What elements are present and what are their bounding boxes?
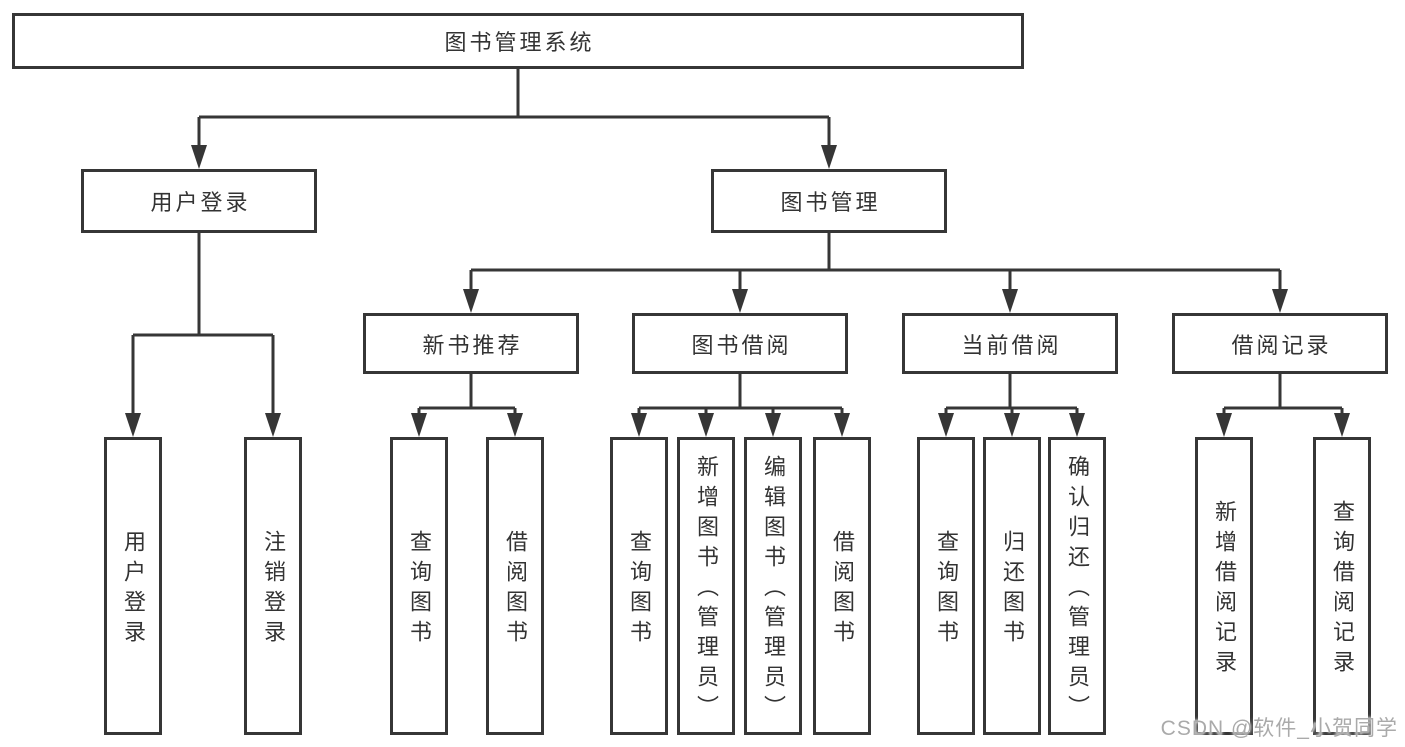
node-book-mgmt: 图书管理	[711, 169, 947, 233]
node-book-borrow-label: 图书借阅	[691, 332, 792, 358]
node-user-login: 用户登录	[81, 169, 317, 233]
leaf-add-borrow-record: 新增借阅记录	[1195, 437, 1253, 735]
leaf-borrow-books: 借阅图书	[813, 437, 871, 735]
leaf-edit-books-admin: 编辑图书（管理员）	[744, 437, 802, 735]
leaf-edit-books-admin-label: 编辑图书（管理员）	[761, 455, 786, 725]
leaf-current-query-books: 查询图书	[917, 437, 975, 735]
leaf-confirm-return-admin: 确认归还（管理员）	[1048, 437, 1106, 735]
leaf-confirm-return-admin-label: 确认归还（管理员）	[1065, 455, 1090, 725]
node-user-login-label: 用户登录	[150, 190, 251, 215]
leaf-recommend-borrow-books-label: 借阅图书	[503, 530, 528, 650]
node-borrow-record-label: 借阅记录	[1231, 332, 1332, 358]
leaf-recommend-query-books: 查询图书	[390, 437, 448, 735]
node-new-book-recommend: 新书推荐	[363, 313, 579, 374]
node-book-mgmt-label: 图书管理	[780, 190, 881, 215]
leaf-borrow-query-books: 查询图书	[610, 437, 668, 735]
node-new-book-recommend-label: 新书推荐	[422, 332, 523, 358]
watermark: CSDN @软件_小贺同学	[1160, 717, 1398, 740]
leaf-return-books-label: 归还图书	[1000, 530, 1025, 650]
leaf-query-borrow-record: 查询借阅记录	[1313, 437, 1371, 735]
node-root: 图书管理系统	[12, 13, 1024, 69]
leaf-logout: 注销登录	[244, 437, 302, 735]
leaf-query-borrow-record-label: 查询借阅记录	[1330, 500, 1355, 680]
leaf-add-borrow-record-label: 新增借阅记录	[1212, 500, 1237, 680]
leaf-add-books-admin-label: 新增图书（管理员）	[694, 455, 719, 725]
leaf-recommend-query-books-label: 查询图书	[407, 530, 432, 650]
leaf-add-books-admin: 新增图书（管理员）	[677, 437, 735, 735]
node-book-borrow: 图书借阅	[632, 313, 848, 374]
leaf-return-books: 归还图书	[983, 437, 1041, 735]
leaf-current-query-books-label: 查询图书	[934, 530, 959, 650]
leaf-borrow-query-books-label: 查询图书	[627, 530, 652, 650]
leaf-recommend-borrow-books: 借阅图书	[486, 437, 544, 735]
leaf-user-login: 用户登录	[104, 437, 162, 735]
leaf-user-login-label: 用户登录	[121, 530, 146, 650]
node-borrow-record: 借阅记录	[1172, 313, 1388, 374]
node-current-borrow: 当前借阅	[902, 313, 1118, 374]
leaf-borrow-books-label: 借阅图书	[830, 530, 855, 650]
leaf-logout-label: 注销登录	[261, 530, 286, 650]
node-root-label: 图书管理系统	[444, 30, 595, 55]
node-current-borrow-label: 当前借阅	[961, 332, 1062, 358]
